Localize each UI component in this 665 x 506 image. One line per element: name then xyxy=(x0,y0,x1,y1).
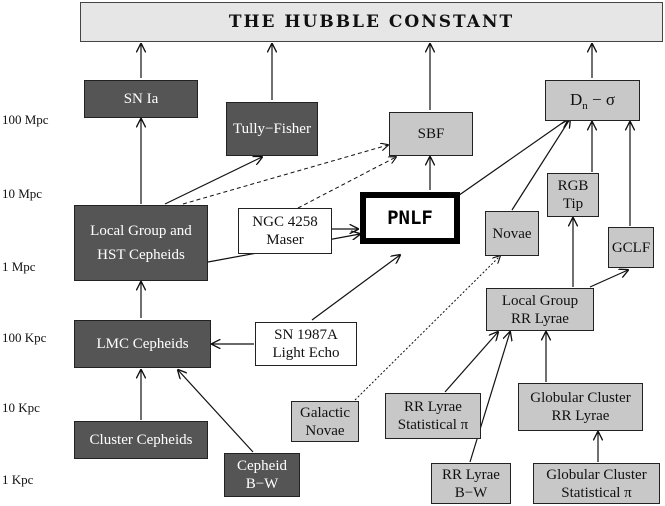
sbf-label: SBF xyxy=(417,126,445,142)
scale-100kpc: 100 Kpc xyxy=(2,330,47,345)
lmc-cepheids-box: LMC Cepheids xyxy=(74,320,211,368)
novae-box: Novae xyxy=(485,211,539,256)
sbf-box: SBF xyxy=(389,112,473,156)
galactic-novae-label-1: Galactic xyxy=(300,404,350,421)
dn-sigma-label: Dn − σ xyxy=(569,89,616,112)
rgb-tip-box: RGB Tip xyxy=(547,173,599,217)
cepheid-bw-label-1: Cepheid xyxy=(237,458,287,474)
gclf-box: GCLF xyxy=(608,227,654,268)
scale-1kpc: 1 Kpc xyxy=(2,472,34,487)
gc-rr-label-2: RR Lyrae xyxy=(551,408,610,424)
rr-stat-label-1: RR Lyrae xyxy=(404,399,462,415)
scale-10kpc: 10 Kpc xyxy=(2,400,40,415)
local-group-cepheids-box: Local Group and HST Cepheids xyxy=(74,205,208,281)
cepheid-bw-label-2: B−W xyxy=(245,476,279,492)
sn1987a-light-echo-box: SN 1987A Light Echo xyxy=(255,322,357,366)
dashed-arrow-maser-sbf xyxy=(297,157,396,209)
cluster-cepheids-box: Cluster Cepheids xyxy=(74,421,208,459)
hubble-constant-title: THE HUBBLE CONSTANT xyxy=(228,12,515,32)
rgb-tip-label-2: Tip xyxy=(562,196,584,212)
arrow-pnlf-dn xyxy=(454,119,568,199)
lg-rr-label-2: RR Lyrae xyxy=(511,310,569,327)
rr-lyrae-statistical-box: RR Lyrae Statistical π xyxy=(385,393,481,439)
globular-cluster-statistical-box: Globular Cluster Statistical π xyxy=(533,463,660,504)
sn1987-label-1: SN 1987A xyxy=(274,327,338,343)
tully-fisher-label: Tully−Fisher xyxy=(233,121,311,137)
lmc-label: LMC Cepheids xyxy=(96,336,189,352)
scale-1mpc: 1 Mpc xyxy=(2,259,36,274)
arrow-rrbw-lgrr xyxy=(469,332,510,463)
rr-bw-label-2: B−W xyxy=(454,484,488,501)
dashed-arrow-lg-sbf xyxy=(182,145,388,205)
scale-100mpc: 100 Mpc xyxy=(2,112,49,127)
ngc4258-maser-box: NGC 4258 Maser xyxy=(238,208,332,254)
galactic-novae-label-2: Novae xyxy=(305,422,345,439)
local-group-rr-lyrae-box: Local Group RR Lyrae xyxy=(486,288,594,331)
rgb-tip-label-1: RGB xyxy=(557,178,589,194)
tully-fisher-box: Tully−Fisher xyxy=(226,102,318,156)
maser-label-1: NGC 4258 xyxy=(252,214,318,230)
dotted-arrow-galnovae-novae xyxy=(354,256,500,401)
sn1987-label-2: Light Echo xyxy=(272,345,340,361)
gc-stat-label-2: Statistical π xyxy=(561,484,632,501)
galactic-novae-box: Galactic Novae xyxy=(291,401,359,442)
lg-rr-label-1: Local Group xyxy=(501,292,579,309)
hubble-constant-box: THE HUBBLE CONSTANT xyxy=(80,2,663,42)
gc-rr-label-1: Globular Cluster xyxy=(530,390,631,406)
dn-sigma-box: Dn − σ xyxy=(545,80,640,121)
cluster-cepheids-label: Cluster Cepheids xyxy=(89,432,193,448)
globular-cluster-rr-lyrae-box: Globular Cluster RR Lyrae xyxy=(518,383,643,431)
sn-ia-box: SN Ia xyxy=(84,80,198,118)
sn-ia-label: SN Ia xyxy=(123,91,159,107)
scale-10mpc: 10 Mpc xyxy=(2,186,43,201)
rr-bw-label-1: RR Lyrae xyxy=(442,466,500,483)
local-group-label-1: Local Group and xyxy=(90,223,192,239)
pnlf-box: PNLF xyxy=(360,192,460,244)
gc-stat-label-1: Globular Cluster xyxy=(546,466,647,483)
arrow-cbw-lmc xyxy=(178,370,254,453)
arrow-lgrr-gclf xyxy=(589,270,628,288)
maser-label-2: Maser xyxy=(266,232,304,248)
arrow-lg-tf xyxy=(164,157,262,205)
arrow-novae-dn xyxy=(511,119,570,211)
rr-lyrae-bw-box: RR Lyrae B−W xyxy=(431,463,511,504)
local-group-label-2: HST Cepheids xyxy=(97,247,185,263)
pnlf-label: PNLF xyxy=(387,207,433,229)
novae-label: Novae xyxy=(492,225,532,242)
gclf-label: GCLF xyxy=(611,239,651,256)
cepheid-bw-box: Cepheid B−W xyxy=(224,453,300,497)
arrow-rrstat-lgrr xyxy=(444,332,498,393)
rr-stat-label-2: Statistical π xyxy=(397,417,469,433)
arrow-sn1987-pnlf xyxy=(311,255,400,321)
